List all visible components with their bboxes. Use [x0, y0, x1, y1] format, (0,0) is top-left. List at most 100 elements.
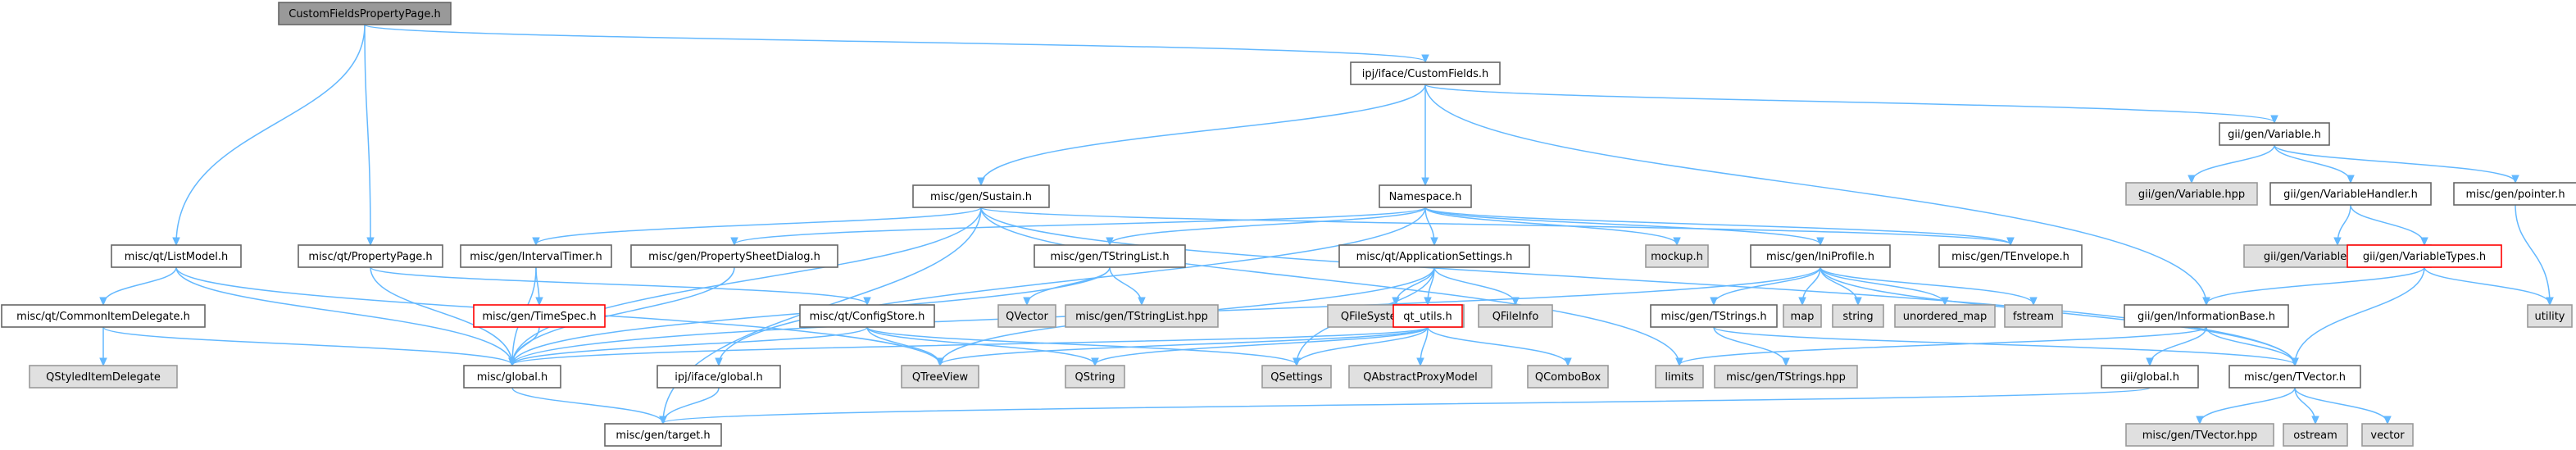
- node-vector[interactable]: vector: [2361, 423, 2414, 447]
- node-qstring[interactable]: QString: [1065, 365, 1125, 389]
- node-qt-utils[interactable]: qt_utils.h: [1392, 304, 1463, 328]
- node-sustain[interactable]: misc/gen/Sustain.h: [912, 184, 1050, 208]
- node-unordered-map[interactable]: unordered_map: [1894, 304, 1996, 328]
- edge-line: [1296, 326, 1429, 366]
- edge-line: [980, 207, 1680, 366]
- node-variabletypes[interactable]: gii/gen/VariableTypes.h: [2347, 244, 2502, 268]
- node-variable[interactable]: gii/gen/Variable.h: [2219, 122, 2330, 146]
- node-box: [29, 365, 178, 389]
- node-label: ostream: [2293, 430, 2337, 442]
- edge-arrowhead: [1421, 177, 1429, 187]
- node-tvector[interactable]: misc/gen/TVector.h: [2228, 365, 2361, 389]
- node-tstringlist-hpp[interactable]: misc/gen/TStringList.hpp: [1065, 304, 1219, 328]
- node-appsettings[interactable]: misc/qt/ApplicationSettings.h: [1338, 244, 1530, 268]
- node-propertypage[interactable]: misc/qt/PropertyPage.h: [298, 244, 443, 268]
- edge-line: [370, 266, 868, 305]
- edge-arrowhead: [1854, 297, 1862, 307]
- node-qvector[interactable]: QVector: [997, 304, 1056, 328]
- edge-line: [1820, 266, 1946, 305]
- node-namespace[interactable]: Namespace.h: [1379, 184, 1472, 208]
- node-pointer[interactable]: misc/gen/pointer.h: [2453, 182, 2576, 206]
- edge-arrowhead: [2270, 115, 2278, 125]
- edge-qt-utils-to-misc-global: [508, 326, 1429, 367]
- edge-line: [175, 266, 513, 366]
- node-root[interactable]: CustomFieldsPropertyPage.h: [278, 2, 452, 25]
- edge-line: [2191, 144, 2275, 183]
- node-fstream[interactable]: fstream: [2004, 304, 2063, 328]
- node-box: [1655, 365, 1704, 389]
- node-configstore[interactable]: misc/qt/ConfigStore.h: [799, 304, 935, 328]
- edge-arrowhead: [1416, 357, 1424, 367]
- node-ipj-global[interactable]: ipj/iface/global.h: [656, 365, 781, 389]
- edge-line: [1713, 326, 2296, 366]
- node-tstringlist[interactable]: misc/gen/TStringList.h: [1034, 244, 1186, 268]
- edge-arrowhead: [1511, 297, 1520, 307]
- node-string[interactable]: string: [1832, 304, 1884, 328]
- node-tstrings-hpp[interactable]: misc/gen/TStrings.hpp: [1714, 365, 1858, 389]
- edge-ipj-customfields-to-variable: [1424, 84, 2278, 125]
- edge-line: [2350, 204, 2425, 245]
- node-box: [1478, 304, 1553, 328]
- edge-root-to-propertypage: [364, 24, 375, 247]
- node-qcombobox[interactable]: QComboBox: [1527, 365, 1609, 389]
- node-listmodel[interactable]: misc/qt/ListModel.h: [111, 244, 242, 268]
- edge-variabletypes-to-utility: [2424, 266, 2554, 307]
- node-misc-global[interactable]: misc/global.h: [463, 365, 561, 389]
- node-limits[interactable]: limits: [1655, 365, 1704, 389]
- edge-line: [1424, 84, 2207, 305]
- node-variable-hpp[interactable]: gii/gen/Variable.hpp: [2125, 182, 2258, 206]
- node-informationbase[interactable]: gii/gen/InformationBase.h: [2124, 304, 2289, 328]
- edge-line: [2206, 266, 2425, 305]
- node-label: Namespace.h: [1389, 191, 1462, 203]
- node-box: [1650, 304, 1778, 328]
- edge-line: [2199, 387, 2296, 424]
- node-utility[interactable]: utility: [2527, 304, 2573, 328]
- node-label: limits: [1665, 371, 1694, 384]
- node-ipj-customfields[interactable]: ipj/iface/CustomFields.h: [1350, 61, 1501, 85]
- node-propsheetdialog[interactable]: misc/gen/PropertySheetDialog.h: [630, 244, 838, 268]
- node-gii-global[interactable]: gii/global.h: [2101, 365, 2199, 389]
- node-mockup[interactable]: mockup.h: [1645, 244, 1709, 268]
- edge-line: [1424, 207, 2011, 245]
- edge-intervaltimer-to-timespec: [535, 266, 543, 307]
- node-tstrings[interactable]: misc/gen/TStrings.h: [1650, 304, 1778, 328]
- node-qsettings[interactable]: QSettings: [1261, 365, 1332, 389]
- edge-arrowhead: [1138, 297, 1146, 307]
- edge-tstrings-to-tstrings-hpp: [1713, 326, 1790, 367]
- node-label: fstream: [2013, 311, 2054, 323]
- edge-iniprofile-to-string: [1820, 266, 1862, 307]
- node-intervaltimer[interactable]: misc/gen/IntervalTimer.h: [460, 244, 612, 268]
- node-map[interactable]: map: [1783, 304, 1822, 328]
- edge-listmodel-to-commonitemdelegate: [99, 266, 177, 307]
- node-variablehandler[interactable]: gii/gen/VariableHandler.h: [2269, 182, 2432, 206]
- edge-qt-utils-to-qstring: [1091, 326, 1429, 367]
- edge-arrowhead: [508, 357, 516, 367]
- node-box: [1, 304, 206, 328]
- edge-iniprofile-to-fstream: [1820, 266, 2038, 307]
- edge-arrowhead: [532, 237, 540, 247]
- node-qabstractproxymodel[interactable]: QAbstractProxyModel: [1348, 365, 1492, 389]
- edge-line: [866, 326, 1297, 366]
- node-label: misc/gen/PropertySheetDialog.h: [648, 251, 820, 263]
- edge-arrowhead: [2029, 297, 2038, 307]
- node-qstyleditemdelegate[interactable]: QStyledItemDelegate: [29, 365, 178, 389]
- edge-namespace-to-iniprofile: [1424, 207, 1824, 247]
- node-timespec[interactable]: misc/gen/TimeSpec.h: [473, 304, 606, 328]
- node-label: QAbstractProxyModel: [1363, 371, 1477, 384]
- node-target[interactable]: misc/gen/target.h: [604, 423, 722, 447]
- node-qtreeview[interactable]: QTreeView: [901, 365, 979, 389]
- node-commonitemdelegate[interactable]: misc/qt/CommonItemDelegate.h: [1, 304, 206, 328]
- node-label: map: [1791, 311, 1815, 323]
- node-tenvelope[interactable]: misc/gen/TEnvelope.h: [1938, 244, 2083, 268]
- node-box: [656, 365, 781, 389]
- edge-line: [511, 326, 1429, 366]
- node-box: [1350, 61, 1501, 85]
- node-label: gii/gen/VariableTypes.h: [2363, 251, 2486, 263]
- node-box: [912, 184, 1050, 208]
- edge-misc-global-to-target: [511, 387, 667, 425]
- node-iniprofile[interactable]: misc/gen/IniProfile.h: [1750, 244, 1891, 268]
- node-qfileinfo[interactable]: QFileInfo: [1478, 304, 1553, 328]
- edge-arrowhead: [2188, 175, 2196, 184]
- node-tvector-hpp[interactable]: misc/gen/TVector.hpp: [2125, 423, 2274, 447]
- node-ostream[interactable]: ostream: [2283, 423, 2348, 447]
